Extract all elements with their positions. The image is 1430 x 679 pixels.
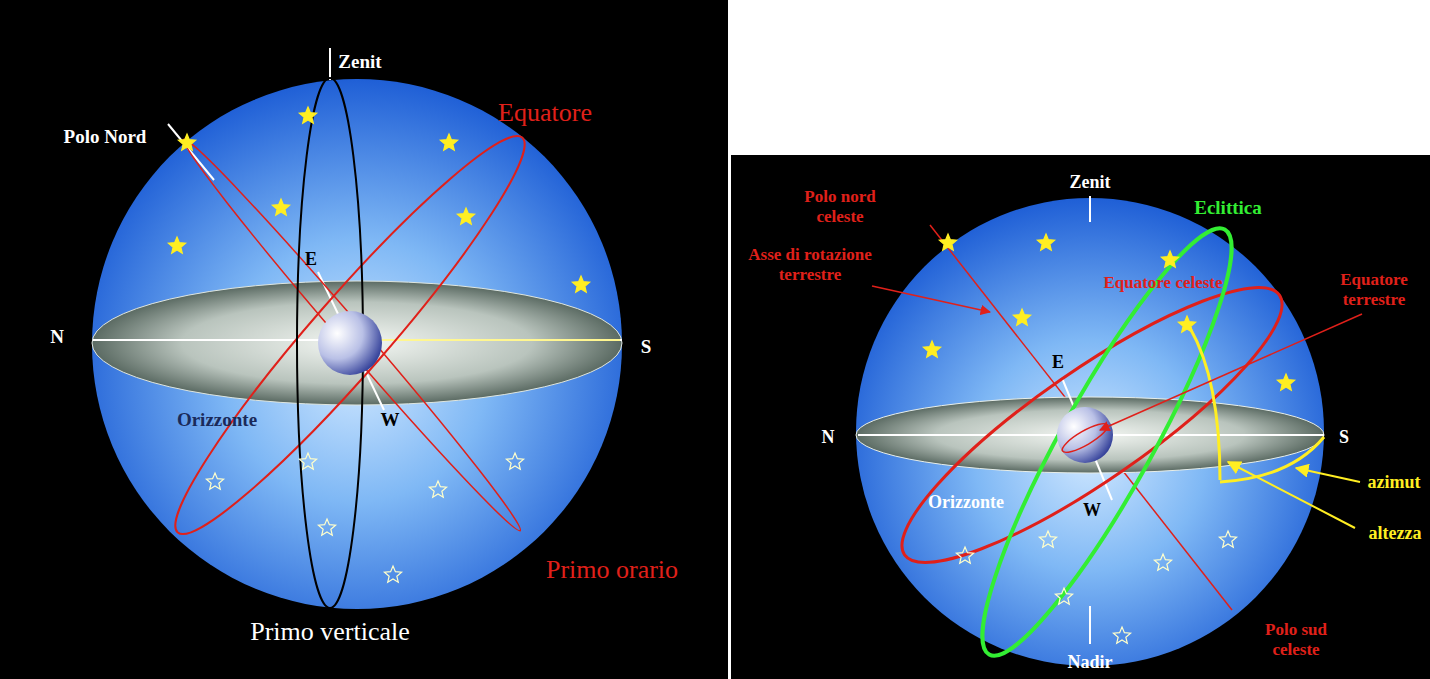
horizon-label: Orizzonte bbox=[928, 492, 1004, 513]
cardinal-point: E bbox=[1052, 352, 1064, 373]
star-symbol bbox=[299, 107, 316, 123]
star-symbol bbox=[1154, 554, 1171, 570]
star-symbol bbox=[429, 481, 446, 497]
star-symbol bbox=[1039, 531, 1056, 547]
equator-label: Equatore terrestre bbox=[1324, 270, 1424, 309]
pole-label: Polo nord celeste bbox=[780, 187, 900, 226]
pole-label: Polo Nord bbox=[64, 126, 147, 148]
star-symbol bbox=[939, 234, 956, 250]
axis-label: Asse di rotazione terrestre bbox=[730, 245, 890, 284]
cardinal-point: W bbox=[1083, 500, 1101, 521]
stars bbox=[168, 107, 1294, 643]
ecliptic-label: Eclittica bbox=[1194, 197, 1262, 219]
right-sphere bbox=[856, 196, 1362, 677]
cardinal-point: N bbox=[822, 427, 835, 448]
horizon-label: Orizzonte bbox=[177, 409, 257, 431]
star-symbol bbox=[384, 566, 401, 582]
star-symbol bbox=[1013, 309, 1030, 325]
zenith-label: Zenit bbox=[338, 51, 381, 73]
cardinal-point: N bbox=[50, 326, 64, 348]
star-symbol bbox=[1161, 251, 1178, 267]
star-symbol bbox=[457, 208, 474, 224]
star-symbol bbox=[1113, 627, 1130, 643]
star-symbol bbox=[1219, 531, 1236, 547]
cardinal-point: S bbox=[1339, 427, 1349, 448]
pole-label: Polo sud celeste bbox=[1244, 620, 1349, 659]
star-symbol bbox=[178, 134, 195, 150]
hour-circle-label: Primo orario bbox=[546, 555, 678, 585]
star-symbol bbox=[440, 134, 457, 150]
star-symbol bbox=[299, 453, 316, 469]
azimuth-label: azimut bbox=[1368, 472, 1421, 493]
star-symbol bbox=[572, 276, 589, 292]
prime-vertical-label: Primo verticale bbox=[250, 617, 410, 647]
star-symbol bbox=[923, 341, 940, 357]
zenith-label: Zenit bbox=[1069, 172, 1110, 193]
altitude-label: altezza bbox=[1369, 523, 1422, 544]
star-symbol bbox=[956, 547, 973, 563]
star-symbol bbox=[168, 237, 185, 253]
left-panel bbox=[0, 0, 728, 679]
star-symbol bbox=[318, 519, 335, 535]
right-panel bbox=[731, 155, 1430, 679]
star-symbol bbox=[506, 453, 523, 469]
star-symbol bbox=[1178, 316, 1195, 332]
star-symbol bbox=[272, 199, 289, 215]
equator-label: Equatore celeste bbox=[1103, 273, 1222, 293]
nadir-label: Nadir bbox=[1068, 652, 1113, 673]
star-symbol bbox=[206, 473, 223, 489]
cardinal-point: W bbox=[381, 409, 400, 431]
equator-label: Equatore bbox=[498, 98, 592, 128]
cardinal-point: E bbox=[305, 249, 317, 270]
star-symbol bbox=[1277, 374, 1294, 390]
left-sphere bbox=[92, 48, 622, 609]
star-symbol bbox=[1037, 234, 1054, 250]
cardinal-point: S bbox=[641, 336, 652, 358]
star-symbol bbox=[1055, 588, 1072, 604]
